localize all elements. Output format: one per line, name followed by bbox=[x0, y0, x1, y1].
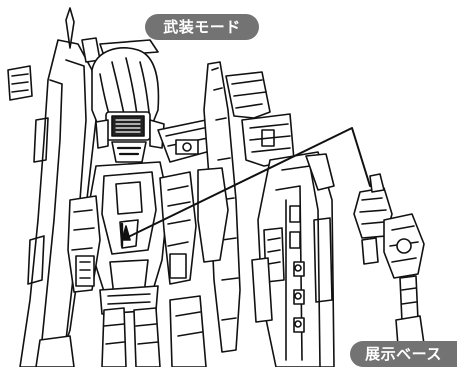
armed-mode-label: 武装モード bbox=[145, 14, 259, 40]
left-shield bbox=[7, 7, 97, 367]
robot-head bbox=[91, 47, 165, 163]
display-base-label: 展示ベース bbox=[350, 341, 457, 367]
detached-hand-part bbox=[353, 173, 425, 347]
robot-left-arm bbox=[67, 195, 101, 293]
callout-arrow bbox=[121, 225, 131, 241]
robot-legs bbox=[35, 295, 207, 367]
callout-lines bbox=[121, 127, 371, 241]
display-base-structure bbox=[251, 151, 335, 367]
